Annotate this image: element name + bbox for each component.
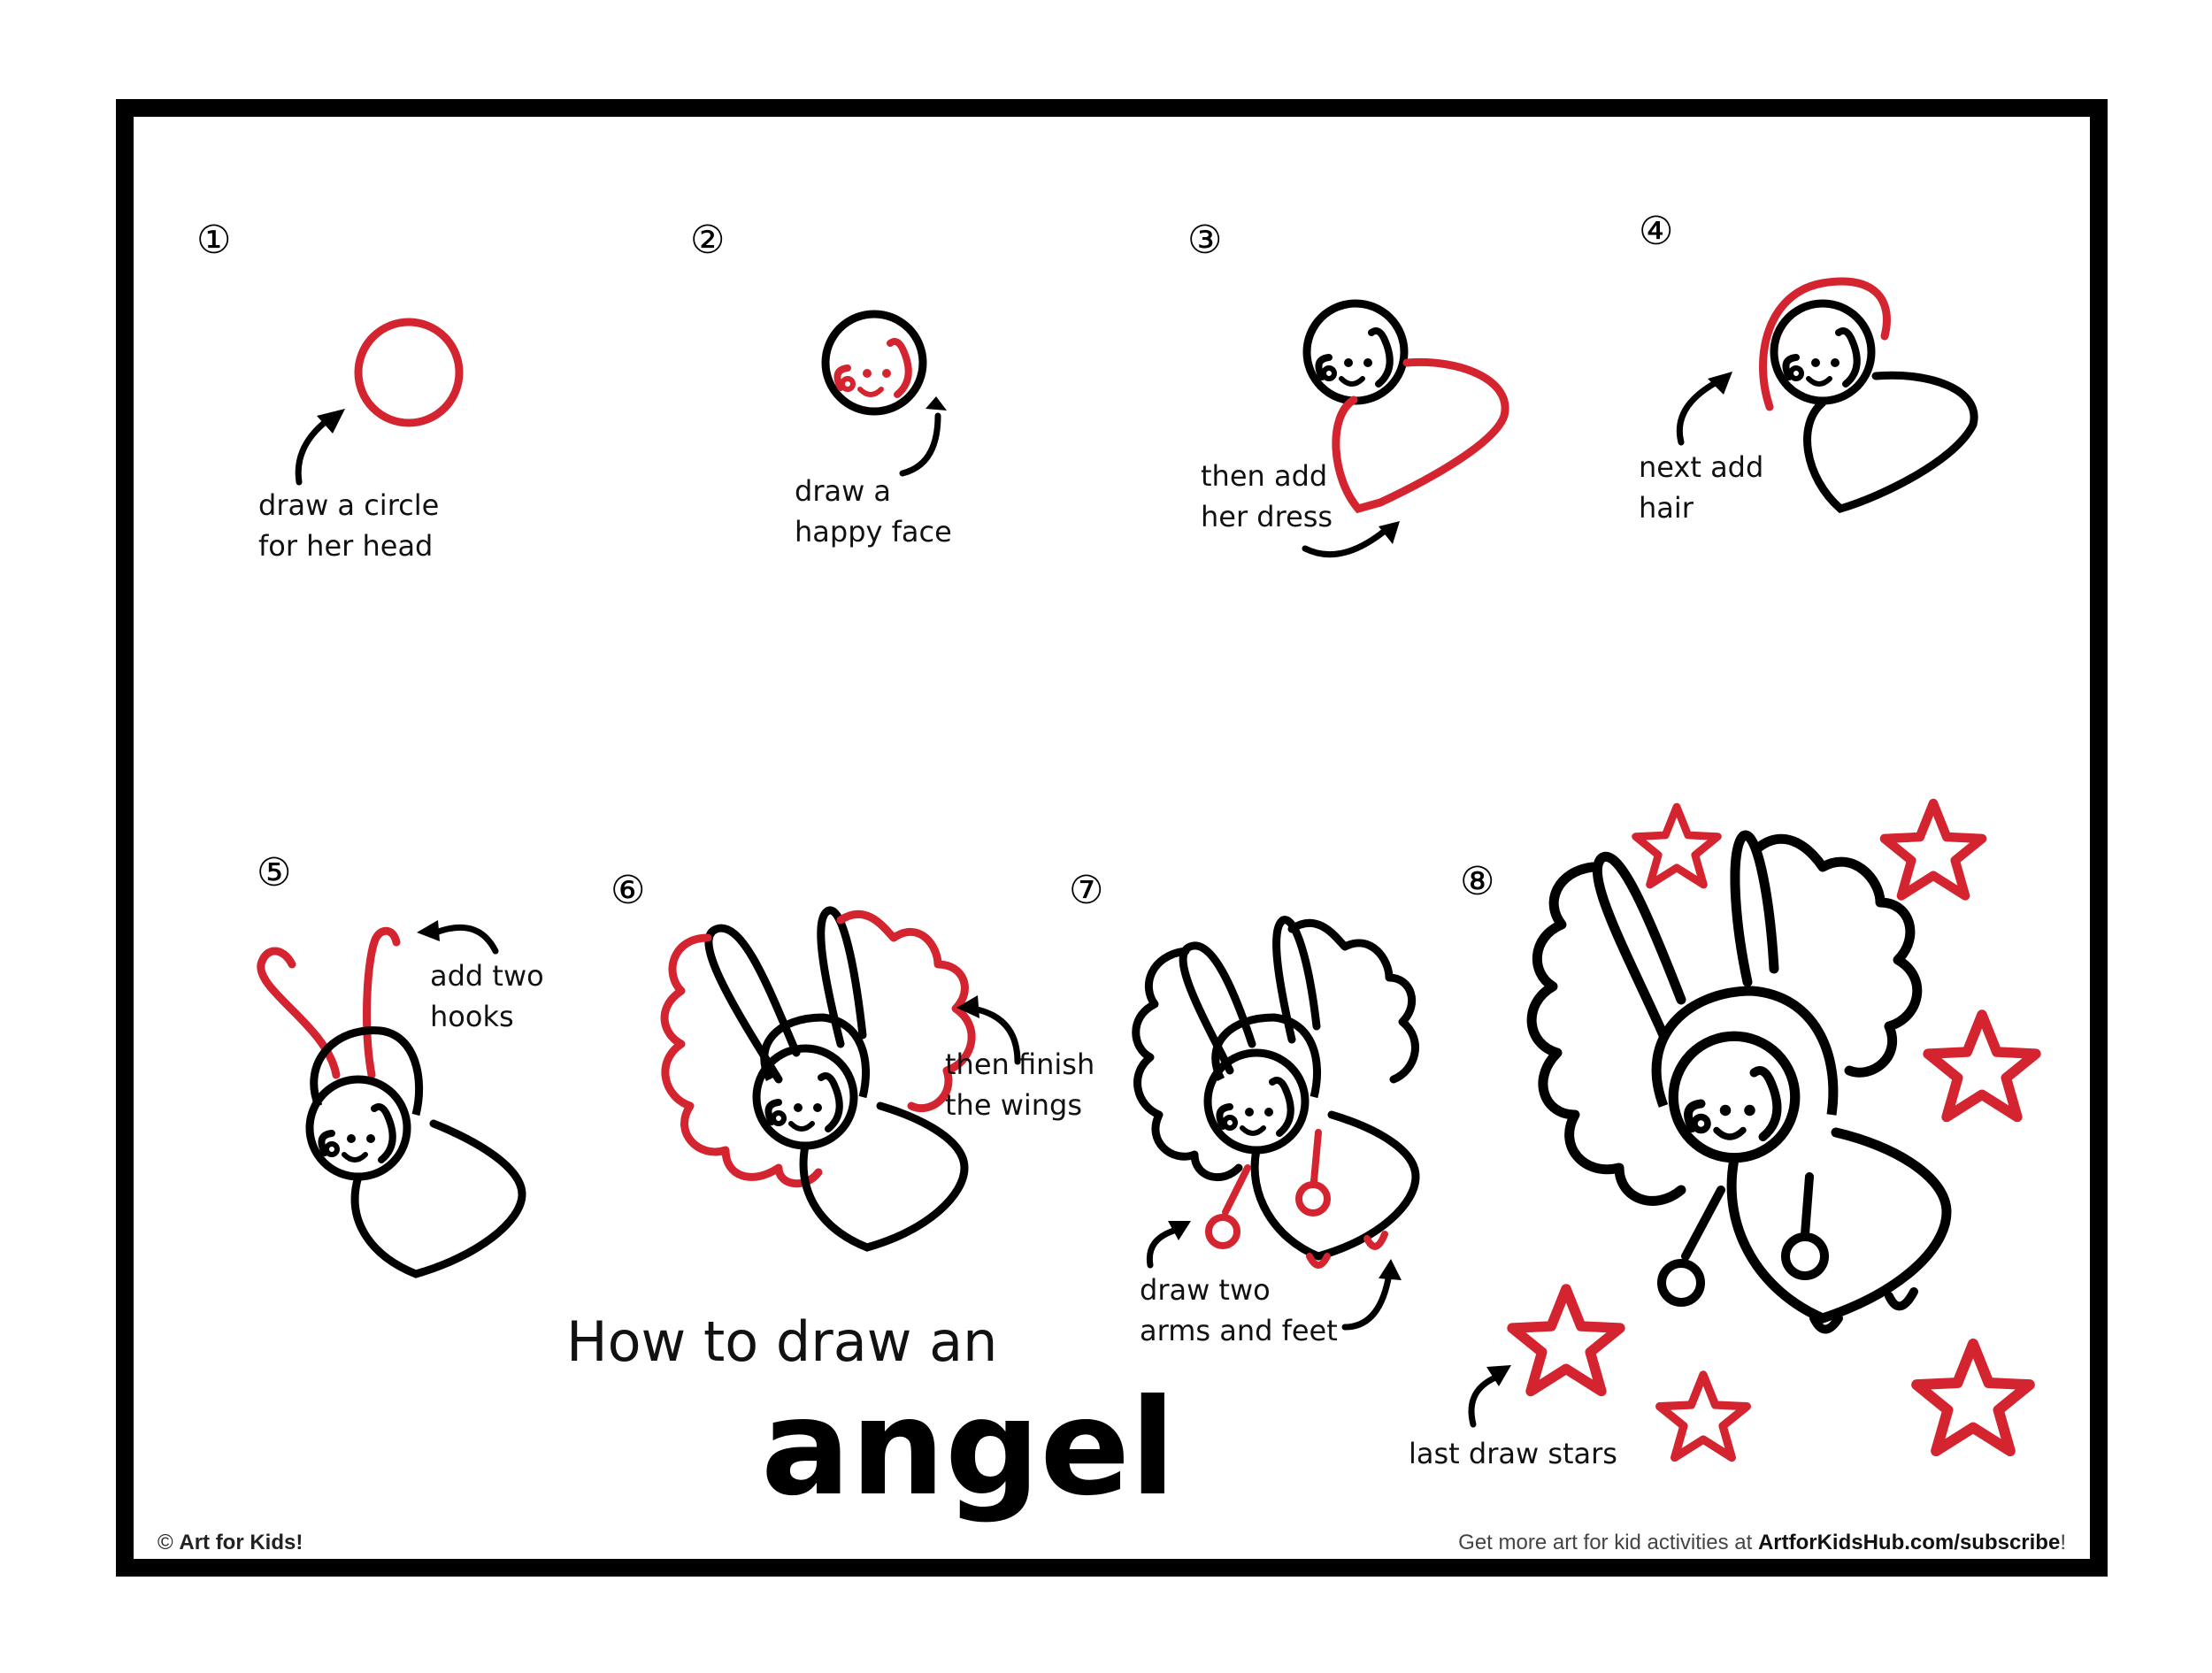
- step-number-6: ⑥: [611, 868, 646, 913]
- page-border-frame: [116, 99, 2108, 1577]
- step4-caption: next add hair: [1639, 447, 1763, 529]
- step2-caption-line2: happy face: [795, 515, 952, 549]
- step-number-5: ⑤: [257, 850, 292, 895]
- step5-caption-line2: hooks: [430, 1000, 514, 1034]
- credit-name: Art for Kids!: [179, 1531, 303, 1554]
- footer-promo: Get more art for kid activities at Artfo…: [1458, 1531, 2066, 1555]
- step7-drawing: [1132, 916, 1420, 1331]
- step8-caption: last draw stars: [1409, 1433, 1617, 1474]
- step5-caption-line1: add two: [430, 959, 544, 993]
- step-number-2: ②: [690, 218, 726, 263]
- footer-prefix: Get more art for kid activities at: [1458, 1531, 1753, 1554]
- step3-caption-line2: her dress: [1201, 500, 1333, 534]
- step8-drawing: [1468, 803, 2036, 1458]
- page-title-line1: How to draw an: [566, 1309, 998, 1374]
- step7-caption-line2: arms and feet: [1140, 1314, 1338, 1348]
- step-number-8: ⑧: [1460, 859, 1495, 904]
- copyright-credit: © Art for Kids!: [157, 1531, 303, 1555]
- step3-caption-line1: then add: [1201, 459, 1328, 493]
- step1-caption-line1: draw a circle: [258, 488, 440, 522]
- step3-caption: then add her dress: [1201, 456, 1333, 538]
- step4-caption-line2: hair: [1639, 491, 1694, 526]
- step-number-7: ⑦: [1069, 868, 1104, 913]
- step5-caption: add two hooks: [430, 955, 544, 1038]
- step-number-4: ④: [1639, 209, 1674, 254]
- step6-drawing: [660, 906, 1021, 1252]
- step8-caption-line1: last draw stars: [1409, 1437, 1617, 1470]
- step6-caption: then finish the wings: [945, 1044, 1094, 1126]
- step-number-1: ①: [196, 218, 232, 263]
- step3-drawing: [1302, 303, 1509, 558]
- step1-drawing: [295, 318, 464, 486]
- footer-link[interactable]: ArtforKidsHub.com/subscribe: [1757, 1531, 2061, 1554]
- step7-caption: draw two arms and feet: [1140, 1270, 1338, 1352]
- step6-caption-line1: then finish: [945, 1048, 1095, 1081]
- copyright-symbol: ©: [157, 1531, 173, 1554]
- step1-caption: draw a circle for her head: [258, 485, 439, 567]
- step4-drawing: [1676, 277, 1978, 514]
- page-title-subject: angel: [761, 1371, 1176, 1525]
- step7-caption-line1: draw two: [1140, 1273, 1271, 1307]
- step2-caption: draw a happy face: [795, 471, 952, 553]
- step5-drawing: [257, 920, 526, 1278]
- step2-drawing: [826, 314, 923, 411]
- step-number-3: ③: [1187, 218, 1223, 263]
- step1-caption-line2: for her head: [258, 529, 434, 564]
- step2-caption-line1: draw a: [795, 474, 892, 508]
- step4-caption-line1: next add: [1639, 450, 1764, 484]
- footer-suffix: !: [2060, 1531, 2066, 1554]
- step6-caption-line2: the wings: [945, 1088, 1083, 1123]
